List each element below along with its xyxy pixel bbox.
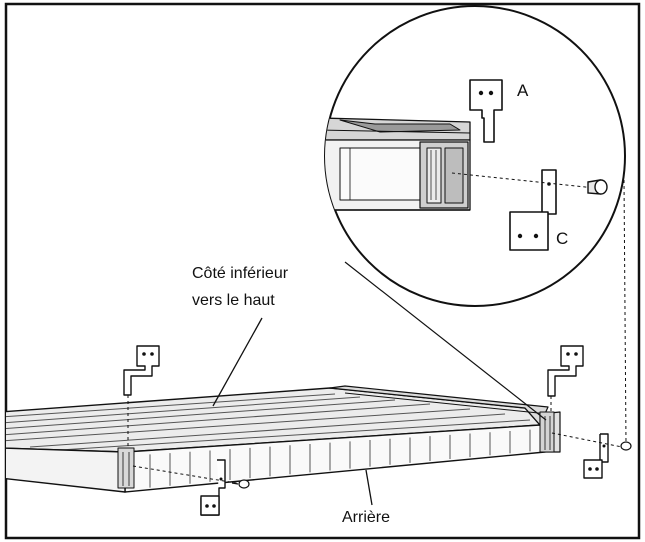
detail-bracket-a bbox=[469, 79, 503, 143]
left-bracket-c-guide bbox=[132, 465, 243, 485]
left-bracket-a bbox=[123, 345, 160, 396]
label-rear: Arrière bbox=[342, 509, 390, 526]
bottom-side-leader-line bbox=[212, 317, 263, 407]
right-bracket-a bbox=[547, 345, 584, 397]
right-screw bbox=[620, 441, 632, 451]
label-bottom-side-line2: vers le haut bbox=[192, 292, 275, 309]
detail-callout-lines bbox=[344, 179, 627, 445]
label-a: A bbox=[517, 81, 529, 100]
label-bottom-side-line1: Côté inférieur bbox=[192, 265, 289, 282]
label-c: C bbox=[556, 229, 568, 248]
detail-shelf-corner bbox=[325, 117, 471, 211]
left-screw bbox=[231, 479, 250, 489]
left-bracket-c bbox=[200, 459, 226, 516]
right-bracket-c bbox=[583, 433, 609, 479]
detail-bracket-c bbox=[509, 169, 557, 251]
shelf-frame bbox=[6, 385, 561, 493]
shelf-wire-rails bbox=[6, 393, 531, 451]
rear-leader-line bbox=[365, 469, 373, 506]
detail-screw bbox=[587, 179, 608, 195]
rear-panel-ribs bbox=[149, 429, 531, 488]
